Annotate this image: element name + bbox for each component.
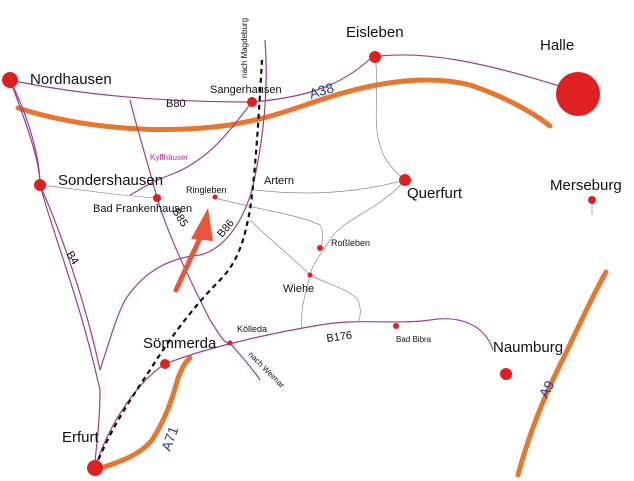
label-b80: B80 [166, 98, 186, 110]
road-b85 [129, 99, 231, 344]
city-labels: Nordhausen Eisleben Halle Sangerhausen S… [30, 24, 622, 446]
label-koelleda: Kölleda [237, 324, 267, 334]
city-dot-sangerhausen [247, 97, 257, 107]
road-kyffhaeuser-loop [129, 101, 253, 196]
city-dot-querfurt [399, 174, 411, 186]
city-dot-naumburg [500, 368, 512, 380]
city-dot-eisleben [369, 51, 381, 63]
city-dot-bad-frankenhausen [153, 194, 161, 202]
label-b176: B176 [326, 330, 353, 345]
motorway-a9 [515, 269, 609, 478]
ringleben-arrow [173, 208, 213, 293]
city-dot-erfurt [87, 460, 103, 476]
minor-road-eisleben-querfurt [374, 56, 406, 181]
city-dot-bad-bibra [393, 323, 399, 329]
label-sangerhausen: Sangerhausen [210, 84, 282, 96]
label-halle: Halle [540, 37, 574, 54]
minor-road-ringleben-rossleben [214, 197, 324, 249]
label-a9: A9 [536, 378, 558, 401]
road-b4-branch [39, 184, 101, 371]
city-dot-merseburg [588, 196, 596, 204]
label-querfurt: Querfurt [407, 185, 463, 202]
label-a38: A38 [307, 79, 336, 102]
minor-road-wiehe-east [309, 274, 361, 323]
city-dot-sondershausen [34, 179, 46, 191]
city-dot-ringleben [212, 194, 218, 200]
motorway-a71 [92, 355, 193, 473]
city-dot-koelleda [227, 340, 233, 346]
motorway-labels: A38 A71 A9 [158, 79, 558, 453]
road-b80 [9, 54, 579, 103]
label-wiehe: Wiehe [283, 283, 314, 295]
label-bad-bibra: Bad Bibra [396, 335, 432, 344]
label-artern: Artern [264, 175, 294, 187]
label-bad-frankenhausen: Bad Frankenhausen [93, 203, 192, 215]
label-eisleben: Eisleben [346, 24, 404, 41]
label-rossleben: Roßleben [331, 238, 370, 248]
minor-road-sondershausen-frankenhausen [39, 184, 158, 199]
minor-road-artern-querfurt [254, 179, 406, 194]
label-naumburg: Naumburg [493, 339, 563, 356]
road-b86 [99, 39, 267, 371]
city-dot-halle [556, 72, 600, 116]
label-sondershausen: Sondershausen [58, 172, 163, 189]
motorway-a38 [15, 77, 553, 132]
motorway-layer [15, 77, 609, 478]
label-erfurt: Erfurt [62, 429, 100, 446]
city-dot-soemmerda [160, 359, 170, 369]
label-soemmerda: Sömmerda [143, 335, 217, 352]
road-sondershausen-west [9, 79, 41, 186]
road-weimar [229, 342, 261, 381]
city-dot-nordhausen [2, 72, 18, 88]
label-merseburg: Merseburg [550, 177, 622, 194]
road-nordhausen-erfurt [9, 79, 101, 469]
minor-road-querfurt-wiehe [309, 179, 406, 276]
route-erfurt-magdeburg [93, 59, 264, 469]
label-kyffhaeuser: Kyffhäuser [150, 153, 188, 162]
label-ringleben: Ringleben [186, 185, 227, 195]
minor-road-layer [39, 56, 593, 331]
label-nordhausen: Nordhausen [30, 71, 112, 88]
label-nach-magdeburg: nach Magdeburg [240, 18, 249, 78]
city-markers [2, 51, 600, 476]
city-dot-rossleben [317, 245, 323, 251]
city-dot-wiehe [307, 272, 313, 278]
